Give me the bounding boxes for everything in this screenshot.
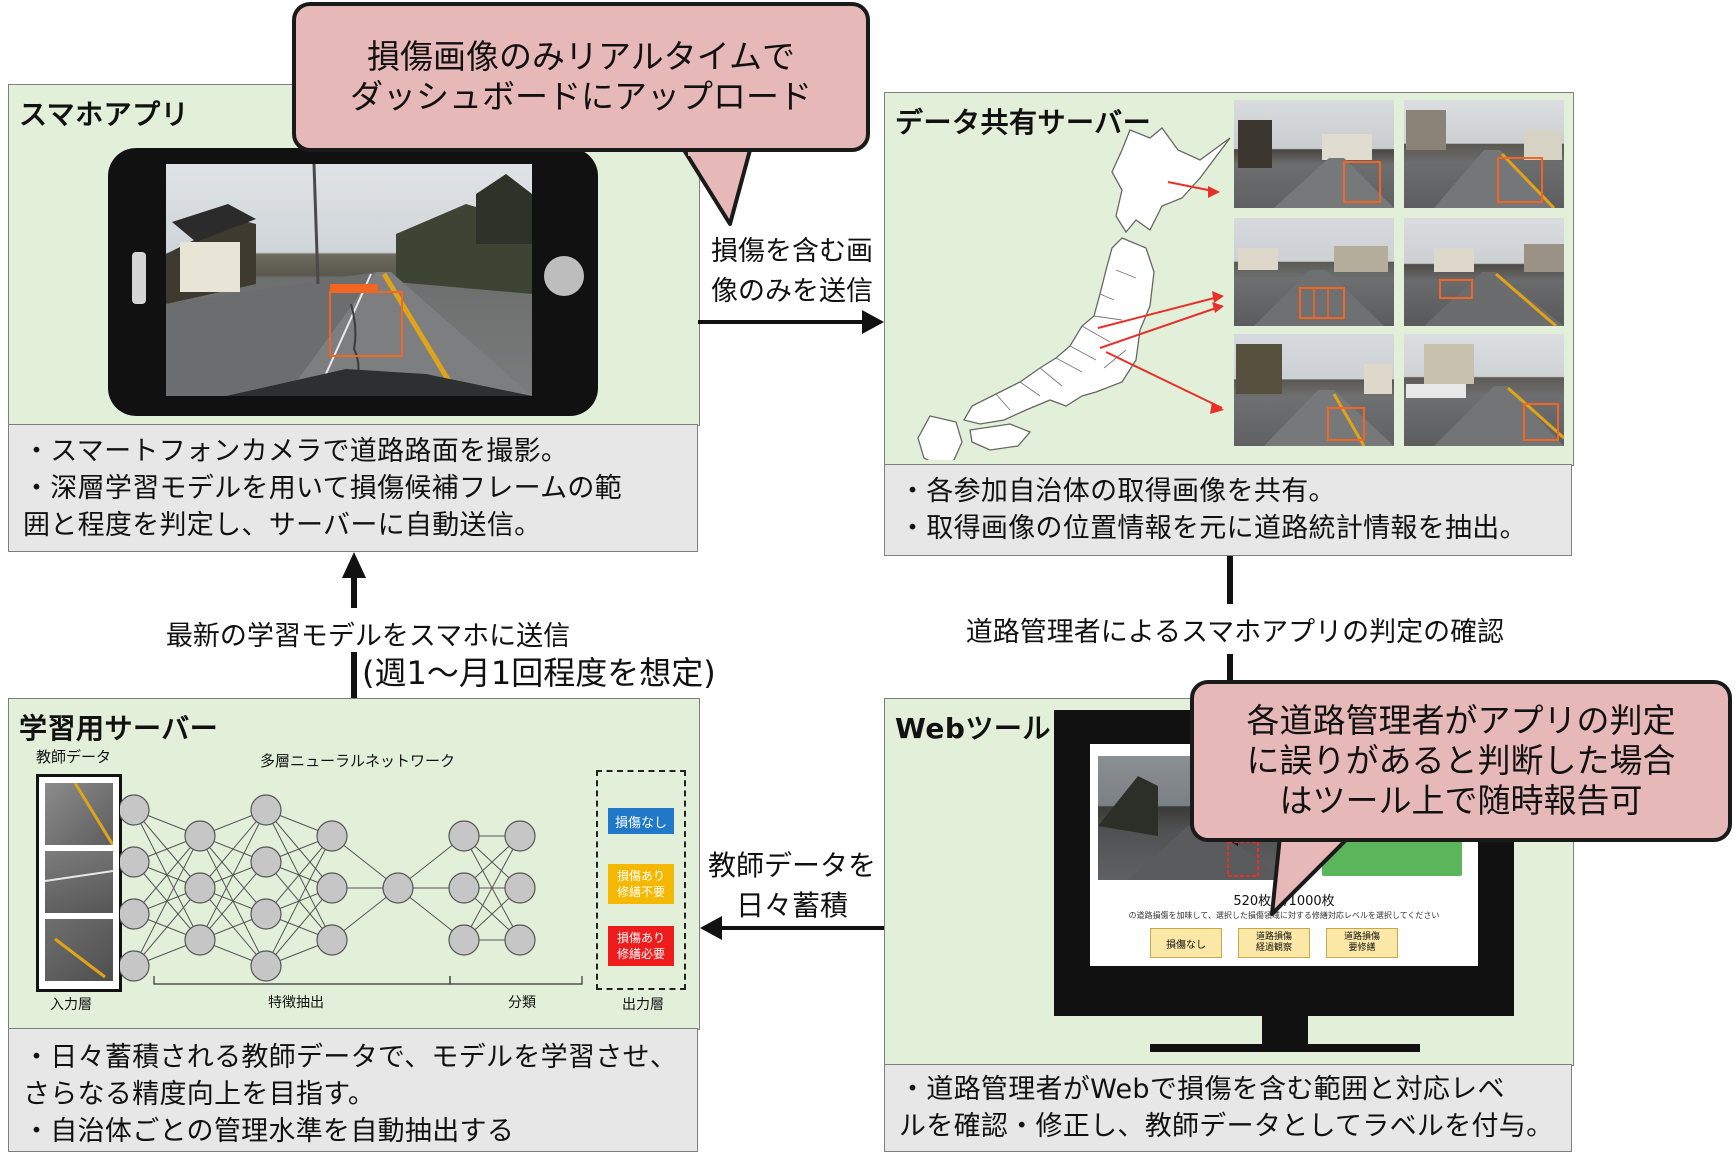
data-sharing-server-title: データ共有サーバー	[895, 106, 1152, 139]
smartphone-app-title: スマホアプリ	[19, 98, 190, 131]
training-server-title: 学習用サーバー	[19, 712, 219, 745]
phone-side-button	[132, 252, 146, 304]
output-damage-no-repair: 損傷あり修繕不要	[608, 864, 674, 904]
nn-node	[120, 846, 150, 878]
road-scene-svg	[166, 164, 532, 396]
nn-edge	[199, 809, 267, 889]
web-tool-description: ・道路管理者がWebで損傷を含む範囲と対応レベ ルを確認・修正し、教師データとし…	[884, 1064, 1572, 1152]
damage-thumbnail	[1234, 334, 1394, 446]
network-label: 多層ニューラルネットワーク	[260, 752, 456, 770]
classification-label: 分類	[508, 995, 536, 1011]
nn-node	[184, 924, 216, 956]
training-desc-line: ・自治体ごとの管理水準を自動抽出する	[23, 1116, 515, 1147]
nn-node	[504, 924, 536, 956]
nn-edge	[133, 835, 201, 967]
send-damage-label: 損傷を含む画 像のみを送信	[711, 236, 873, 307]
input-layer-label: 入力層	[50, 997, 92, 1013]
level-button-no-damage[interactable]: 損傷なし	[1150, 928, 1222, 958]
damage-thumbnail	[1234, 100, 1394, 208]
neural-network-diagram	[120, 794, 583, 985]
smartphone-device	[108, 148, 598, 416]
nn-node	[250, 898, 282, 930]
smartphone-app-description: ・スマートフォンカメラで道路路面を撮影。 ・深層学習モデルを用いて損傷候補フレー…	[8, 424, 698, 552]
arrowhead-right	[862, 310, 884, 334]
nn-edge	[265, 835, 333, 967]
nn-edge	[265, 887, 333, 967]
nn-node	[448, 872, 480, 904]
training-desc-line: ・日々蓄積される教師データで、モデルを学習させ、	[23, 1042, 678, 1073]
nn-edge	[133, 835, 201, 915]
nn-node	[120, 794, 150, 826]
input-road-image	[45, 851, 113, 913]
damage-thumbnail	[1404, 334, 1564, 446]
callout-tail-report	[1270, 836, 1352, 916]
frequency-label: (週1〜月1回程度を想定)	[362, 654, 716, 692]
upload-callout: 損傷画像のみリアルタイムで ダッシュボードにアップロード	[292, 2, 870, 152]
nn-node	[448, 924, 480, 956]
callout-tail-upload	[682, 150, 752, 226]
report-callout: 各道路管理者がアプリの判定 に誤りがあると判断した場合 はツール上で随時報告可	[1190, 680, 1732, 842]
data-sharing-server-description: ・各参加自治体の取得画像を共有。 ・取得画像の位置情報を元に道路統計情報を抽出。	[884, 464, 1572, 556]
arrowhead-left	[700, 916, 722, 940]
output-damage-repair: 損傷あり修繕必要	[608, 926, 674, 966]
nn-node	[250, 846, 282, 878]
nn-node	[184, 820, 216, 852]
input-road-image	[45, 783, 113, 845]
smartphone-desc-line: ・スマートフォンカメラで道路路面を撮影。	[23, 436, 569, 467]
nn-edge	[199, 861, 267, 941]
feature-extraction-label: 特徴抽出	[268, 995, 324, 1011]
smartphone-desc-line: ・深層学習モデルを用いて損傷候補フレームの範	[23, 473, 622, 504]
teacher-data-label: 教師データ	[36, 748, 112, 766]
output-layer-label: 出力層	[622, 997, 664, 1013]
nn-node	[316, 820, 348, 852]
nn-node	[250, 950, 282, 982]
webtool-desc-line: ルを確認・修正し、教師データとしてラベルを付与。	[899, 1111, 1554, 1142]
nn-node	[504, 872, 536, 904]
server-desc-line: ・各参加自治体の取得画像を共有。	[899, 476, 1336, 507]
nn-node	[448, 820, 480, 852]
nn-edge	[199, 809, 267, 941]
nn-node	[120, 950, 150, 982]
nn-node	[382, 872, 414, 904]
input-layer-box	[36, 774, 122, 992]
confirm-label: 道路管理者によるスマホアプリの判定の確認	[930, 604, 1540, 654]
server-desc-line: ・取得画像の位置情報を元に道路統計情報を抽出。	[899, 513, 1527, 544]
nn-node	[250, 794, 282, 826]
arrowhead-up	[342, 552, 366, 578]
level-button-observe[interactable]: 道路損傷経過観察	[1238, 928, 1310, 958]
training-desc-line: さらなる精度向上を目指す。	[23, 1079, 376, 1110]
webtool-desc-line: ・道路管理者がWebで損傷を含む範囲と対応レベ	[899, 1074, 1505, 1105]
nn-edge	[463, 835, 521, 941]
output-no-damage: 損傷なし	[608, 808, 674, 834]
nn-node	[504, 820, 536, 852]
nn-node	[120, 898, 150, 930]
japan-map	[917, 127, 1231, 460]
instruction-text: の道路損傷を加味して、選択した損傷領域に対する修繕対応レベルを選択してください	[1128, 911, 1440, 920]
teacher-accumulate-label: 教師データを 日々蓄積	[707, 849, 876, 922]
training-server-description: ・日々蓄積される教師データで、モデルを学習させ、 さらなる精度向上を目指す。 ・…	[8, 1028, 698, 1152]
level-button-repair[interactable]: 道路損傷要修繕	[1326, 928, 1398, 958]
latest-model-label: 最新の学習モデルをスマホに送信	[118, 608, 618, 652]
web-tool-title: Webツール	[895, 712, 1051, 745]
input-road-image	[45, 919, 113, 981]
nn-node	[184, 872, 216, 904]
nn-edge	[133, 887, 201, 967]
nn-node	[316, 924, 348, 956]
damage-thumbnail	[1404, 100, 1564, 208]
road-camera-image	[166, 164, 532, 396]
monitor-stand	[1262, 1016, 1308, 1046]
nn-node	[316, 872, 348, 904]
output-layer-box: 損傷なし 損傷あり修繕不要 損傷あり修繕必要	[596, 770, 686, 990]
damage-thumbnail	[1234, 218, 1394, 326]
smartphone-desc-line: 囲と程度を判定し、サーバーに自動送信。	[23, 510, 542, 541]
monitor-base	[1150, 1044, 1420, 1052]
green-action-bar	[1322, 840, 1462, 876]
nn-edge	[265, 835, 333, 915]
phone-home-button	[544, 256, 584, 296]
damage-thumbnail	[1404, 218, 1564, 326]
